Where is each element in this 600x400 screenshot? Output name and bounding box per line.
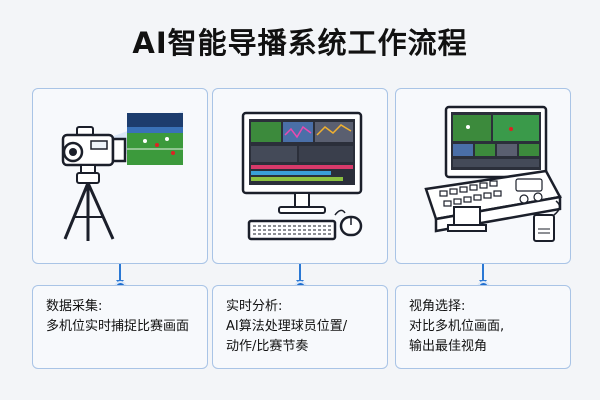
step-2-line-2: AI算法处理球员位置/ <box>226 317 377 337</box>
step-2-line-1: 实时分析: <box>226 297 377 317</box>
step-2-illustration-panel <box>212 88 388 264</box>
step-2-description: 实时分析: AI算法处理球员位置/ 动作/比赛节奏 <box>212 285 388 369</box>
step-1-line-2: 多机位实时捕捉比赛画面 <box>46 317 197 337</box>
step-1-description: 数据采集: 多机位实时捕捉比赛画面 <box>32 285 208 369</box>
step-3-line-3: 输出最佳视角 <box>409 337 560 357</box>
step-2-line-3: 动作/比赛节奏 <box>226 337 377 357</box>
page-title: AI智能导播系统工作流程 <box>0 20 600 62</box>
step-3-line-1: 视角选择: <box>409 297 560 317</box>
step-3-illustration-panel <box>395 88 571 264</box>
camera-icon <box>33 89 209 265</box>
step-1-line-1: 数据采集: <box>46 297 197 317</box>
step-3-description: 视角选择: 对比多机位画面, 输出最佳视角 <box>395 285 571 369</box>
switcher-console-icon <box>396 89 572 265</box>
computer-icon <box>213 89 389 265</box>
step-1-illustration-panel <box>32 88 208 264</box>
step-3-line-2: 对比多机位画面, <box>409 317 560 337</box>
